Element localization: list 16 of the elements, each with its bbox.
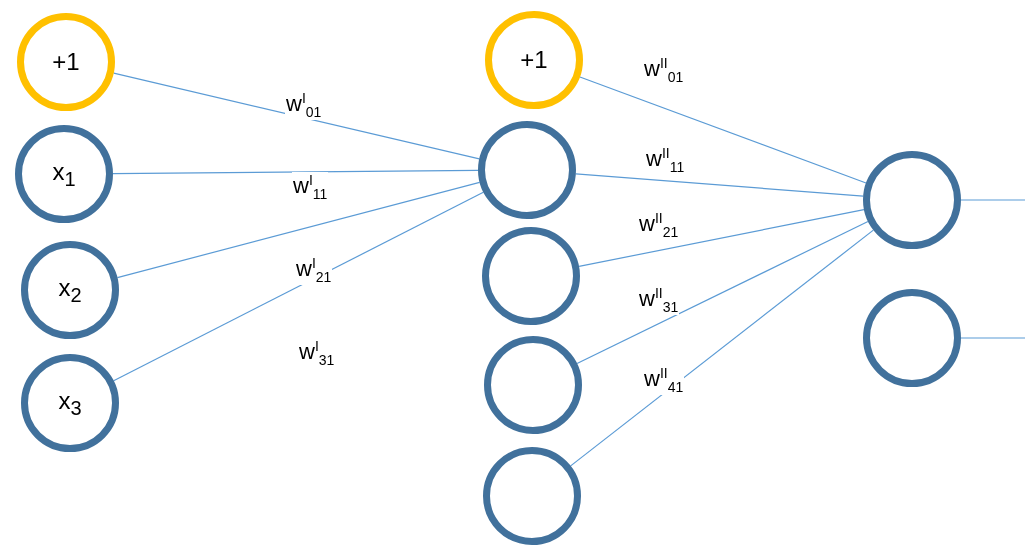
connection-line [960, 337, 1025, 339]
node-label: x$_{3}$ [58, 388, 82, 418]
connection-line [570, 229, 874, 467]
node-label: +1 [520, 48, 548, 72]
connection-line [113, 72, 480, 160]
connection-line [576, 220, 869, 365]
node-label: +1 [52, 50, 80, 74]
node-label: x$_{1}$ [52, 159, 76, 189]
connection-line [113, 191, 484, 382]
connection-line [116, 181, 481, 279]
connection-line [575, 173, 864, 197]
connection-line [112, 169, 479, 175]
connection-line [579, 76, 867, 184]
connection-line [578, 209, 865, 267]
connection-line [960, 199, 1025, 201]
node-label: x$_{2}$ [58, 275, 82, 305]
